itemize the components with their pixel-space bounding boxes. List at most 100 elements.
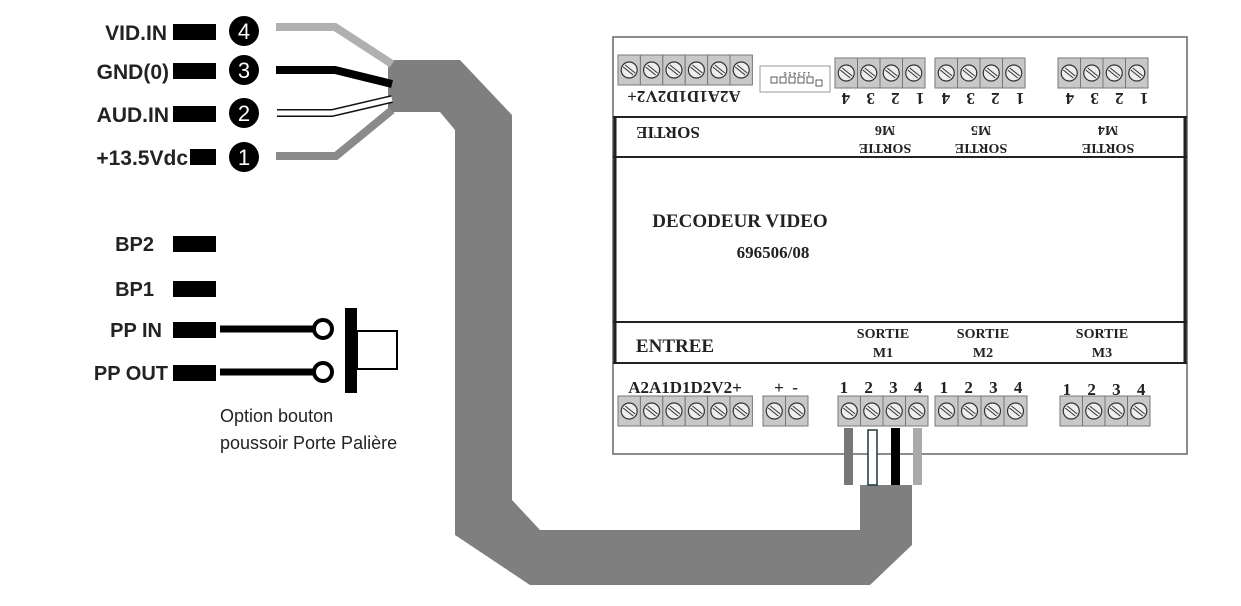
screw-icon[interactable] — [882, 64, 900, 82]
svg-text:1: 1 — [238, 145, 250, 170]
svg-text:M1: M1 — [873, 346, 893, 361]
dip-switch-cell[interactable] — [779, 76, 787, 84]
screw-icon[interactable] — [840, 402, 858, 420]
pin-pp-in-terminal — [173, 322, 216, 338]
top-sortie-label: SORTIE — [636, 123, 700, 142]
screw-icon[interactable] — [642, 402, 661, 420]
top-output-m5-label: SORTIE M5 — [955, 122, 1007, 155]
screw-icon[interactable] — [620, 61, 638, 79]
pin-terminal — [173, 63, 216, 79]
screw-icon[interactable] — [885, 402, 903, 420]
screw-icon[interactable] — [1105, 64, 1123, 82]
dip-switch-cell[interactable] — [815, 79, 823, 87]
svg-text:SORTIE: SORTIE — [1082, 140, 1134, 155]
pin-bp2-label: BP2 — [115, 234, 154, 256]
pin-label: VID.IN — [105, 22, 167, 45]
top-m5-terminal-labels: 1 2 3 4 — [936, 89, 1025, 108]
m1-wire-3 — [891, 428, 900, 485]
option-text-line1: Option bouton — [220, 406, 333, 426]
top-m5-terminal-block — [934, 57, 1026, 89]
m3-terminal-labels: 1 2 3 4 — [1063, 380, 1152, 399]
screw-icon[interactable] — [1006, 402, 1025, 420]
bottom-output-m2-label: SORTIE M2 — [957, 327, 1009, 361]
screw-icon[interactable] — [905, 64, 923, 82]
screw-icon[interactable] — [788, 402, 806, 420]
dip-switch-cell[interactable] — [797, 76, 805, 84]
screw-icon[interactable] — [1060, 64, 1078, 82]
m2-terminal-block — [934, 395, 1028, 427]
pin-number-badge — [229, 55, 259, 85]
svg-text:M3: M3 — [1092, 346, 1112, 361]
screw-icon[interactable] — [765, 402, 783, 420]
option-text-line2: poussoir Porte Palière — [220, 433, 397, 453]
screw-icon[interactable] — [710, 402, 728, 420]
dip-switch-cell[interactable] — [770, 76, 778, 84]
screw-icon[interactable] — [837, 64, 855, 82]
screw-icon[interactable] — [620, 402, 638, 420]
screw-icon[interactable] — [1005, 64, 1023, 82]
pin-bp1-label: BP1 — [115, 279, 154, 301]
screw-icon[interactable] — [983, 402, 1002, 420]
wire-power — [276, 106, 395, 160]
pin-label: AUD.IN — [97, 104, 169, 127]
pin-pp-in-label: PP IN — [110, 320, 162, 342]
pin-pp-out-terminal — [173, 365, 216, 381]
screw-icon[interactable] — [908, 402, 926, 420]
screw-icon[interactable] — [1130, 402, 1148, 420]
pin-number-badge — [229, 16, 259, 46]
svg-text:M2: M2 — [973, 346, 993, 361]
top-input-terminal-labels: A2A1D1D2V2+ — [627, 87, 741, 106]
dip-switch-cell[interactable] — [788, 76, 796, 84]
screw-icon[interactable] — [1128, 64, 1146, 82]
svg-text:SORTIE: SORTIE — [859, 140, 911, 155]
m1-wires — [844, 428, 922, 486]
screw-icon[interactable] — [687, 61, 706, 79]
pin-terminal — [173, 106, 216, 122]
pin-aud-in: AUD.IN 2 — [97, 98, 259, 128]
wire-vid-in — [276, 23, 395, 68]
pin-power: +13.5Vdc 1 — [96, 142, 259, 172]
wire-gnd — [276, 66, 393, 88]
decoder-model: 696506/08 — [737, 243, 810, 262]
screw-icon[interactable] — [960, 64, 978, 82]
screw-icon[interactable] — [665, 61, 683, 79]
svg-text:SORTIE: SORTIE — [857, 327, 909, 342]
svg-text:SORTIE: SORTIE — [1076, 327, 1128, 342]
top-input-terminal-block — [617, 54, 753, 86]
screw-icon[interactable] — [1107, 402, 1125, 420]
svg-text:SORTIE: SORTIE — [955, 140, 1007, 155]
screw-icon[interactable] — [937, 402, 956, 420]
bottom-input-terminal-block — [617, 395, 753, 427]
screw-icon[interactable] — [860, 64, 878, 82]
screw-icon[interactable] — [863, 402, 881, 420]
screw-icon[interactable] — [1062, 402, 1080, 420]
svg-text:M5: M5 — [971, 122, 991, 137]
screw-icon[interactable] — [1085, 402, 1103, 420]
screw-icon[interactable] — [732, 61, 750, 79]
svg-text:1 2 3 4 5 6: 1 2 3 4 5 6 — [783, 70, 810, 76]
screw-icon[interactable] — [732, 402, 750, 420]
screw-icon[interactable] — [710, 61, 728, 79]
cable — [388, 60, 912, 585]
push-button-symbol — [220, 308, 398, 393]
svg-text:SORTIE: SORTIE — [957, 327, 1009, 342]
dip-switch-cell[interactable] — [806, 76, 814, 84]
screw-icon[interactable] — [937, 64, 955, 82]
svg-text:3: 3 — [238, 58, 250, 83]
decoder-title: DECODEUR VIDEO — [652, 211, 827, 232]
svg-text:4: 4 — [238, 19, 250, 44]
dip-switch: 1 2 3 4 5 6 — [759, 65, 831, 93]
svg-text:M6: M6 — [875, 122, 895, 137]
m2-terminal-labels: 1 2 3 4 — [940, 378, 1029, 397]
pin-bp1-terminal — [173, 281, 216, 297]
entree-label: ENTREE — [636, 336, 714, 357]
screw-icon[interactable] — [665, 402, 683, 420]
screw-icon[interactable] — [960, 402, 979, 420]
screw-icon[interactable] — [982, 64, 1000, 82]
screw-icon[interactable] — [1083, 64, 1101, 82]
screw-icon[interactable] — [687, 402, 706, 420]
m1-wire-1 — [844, 428, 853, 485]
screw-icon[interactable] — [642, 61, 661, 79]
top-m4-terminal-block — [1057, 57, 1149, 89]
